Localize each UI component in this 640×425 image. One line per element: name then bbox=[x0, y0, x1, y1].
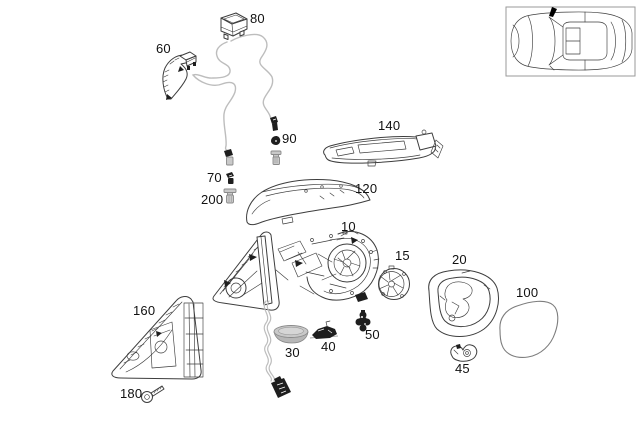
part-20-glass-carrier-frame bbox=[428, 269, 499, 337]
part-140-turn-indicator-lamp bbox=[323, 129, 444, 167]
callout-90[interactable]: 90 bbox=[282, 131, 297, 146]
wiring-harness-cable bbox=[191, 33, 278, 166]
callout-160[interactable]: 160 bbox=[133, 303, 156, 318]
part-30-lamp-lens bbox=[273, 325, 309, 344]
part-80-camera-unit bbox=[220, 12, 248, 40]
callout-45[interactable]: 45 bbox=[455, 361, 470, 376]
part-160-triangle-trim bbox=[111, 296, 204, 380]
mirror-cable bbox=[263, 300, 291, 398]
part-120-housing-cover bbox=[246, 179, 371, 226]
callout-50[interactable]: 50 bbox=[365, 327, 380, 342]
cable-connector-icon bbox=[224, 116, 278, 166]
callout-70[interactable]: 70 bbox=[207, 170, 222, 185]
part-60-bracket bbox=[162, 51, 197, 100]
callout-200[interactable]: 200 bbox=[201, 192, 224, 207]
part-10-mirror-assembly bbox=[212, 229, 380, 311]
callout-180[interactable]: 180 bbox=[120, 386, 143, 401]
part-40-lamp-bracket bbox=[309, 320, 339, 339]
part-200-grommet bbox=[223, 188, 237, 204]
part-90-clip bbox=[270, 135, 282, 165]
part-45-clamp bbox=[450, 344, 478, 362]
callout-15[interactable]: 15 bbox=[395, 248, 410, 263]
part-70-clip bbox=[226, 172, 234, 184]
part-50-mount bbox=[355, 310, 371, 332]
callout-10[interactable]: 10 bbox=[341, 219, 356, 234]
callout-120[interactable]: 120 bbox=[355, 181, 378, 196]
part-100-mirror-glass bbox=[499, 300, 559, 358]
harness-plug-icon bbox=[271, 376, 291, 398]
callout-100[interactable]: 100 bbox=[516, 285, 539, 300]
part-180-screw bbox=[141, 385, 165, 403]
callout-40[interactable]: 40 bbox=[321, 339, 336, 354]
part-15-mirror-motor bbox=[378, 265, 410, 300]
callout-140[interactable]: 140 bbox=[378, 118, 401, 133]
car-top-view-icon bbox=[510, 7, 633, 71]
callout-20[interactable]: 20 bbox=[452, 252, 467, 267]
callout-30[interactable]: 30 bbox=[285, 345, 300, 360]
callout-80[interactable]: 80 bbox=[250, 11, 265, 26]
car-location-inset bbox=[505, 6, 636, 77]
callout-60[interactable]: 60 bbox=[156, 41, 171, 56]
mirror-position-marker bbox=[549, 7, 557, 17]
